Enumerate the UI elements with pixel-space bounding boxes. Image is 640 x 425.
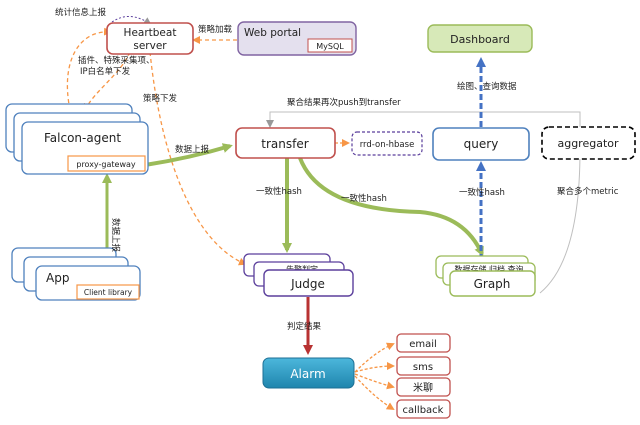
agent-to-heartbeat-line bbox=[66, 27, 112, 111]
label-data-report-agent: 数据上报 bbox=[175, 144, 210, 155]
graph-node: 数据存储 归档 查询 Graph bbox=[435, 255, 536, 297]
graph-label: Graph bbox=[474, 277, 511, 291]
graph-back-label: 数据存储 归档 查询 bbox=[454, 264, 523, 274]
query-label: query bbox=[464, 137, 499, 151]
alarm-to-email-line bbox=[354, 342, 395, 373]
label-hash-query: 一致性hash bbox=[459, 187, 505, 198]
alarm-label: Alarm bbox=[290, 367, 325, 381]
client-library-label: Client library bbox=[84, 288, 133, 297]
label-agg-metrics: 聚合多个metric bbox=[557, 186, 619, 197]
alarm-to-miliao-line bbox=[354, 373, 395, 390]
label-strategy-push: 策略下发 bbox=[143, 93, 178, 104]
channel-sms-label: sms bbox=[413, 362, 433, 373]
heartbeat-to-agent-line bbox=[84, 51, 131, 112]
heartbeat-to-judge-line bbox=[149, 51, 247, 266]
transfer-label: transfer bbox=[261, 137, 308, 151]
stats-feedback-line bbox=[111, 16, 152, 26]
channel-email-label: email bbox=[409, 339, 437, 350]
channel-callback-label: callback bbox=[403, 405, 444, 416]
label-judge-result: 判定结果 bbox=[287, 321, 322, 332]
app-label: App bbox=[46, 271, 69, 285]
alarm-to-sms-line bbox=[354, 362, 395, 373]
label-plugins: 插件、特殊采集项、 bbox=[78, 55, 155, 66]
alarm-to-callback-line bbox=[354, 375, 395, 411]
label-hash-judge: 一致性hash bbox=[256, 186, 302, 197]
transfer-node: transfer bbox=[235, 127, 336, 159]
channel-sms-node: sms bbox=[396, 356, 451, 376]
heartbeat-label-line2: server bbox=[133, 40, 167, 52]
channel-email-node: email bbox=[396, 333, 451, 353]
web-portal-node: Web portal MySQL bbox=[237, 21, 357, 56]
label-hash-graph: 一致性hash bbox=[341, 193, 387, 204]
rrd-on-hbase-node: rrd-on-hbase bbox=[351, 131, 423, 156]
mysql-label: MySQL bbox=[316, 42, 344, 51]
rrd-on-hbase-label: rrd-on-hbase bbox=[360, 140, 415, 150]
agent-to-transfer-line bbox=[144, 143, 233, 167]
heartbeat-server-node: Heartbeat server bbox=[106, 22, 194, 55]
channel-callback-node: callback bbox=[396, 399, 451, 419]
label-strategy-load: 策略加载 bbox=[198, 24, 233, 35]
judge-node: 告警判定 Judge bbox=[243, 253, 354, 297]
web-portal-label: Web portal bbox=[244, 27, 301, 39]
query-node: query bbox=[432, 127, 530, 161]
falcon-agent-node: Falcon-agent proxy-gateway bbox=[5, 103, 149, 175]
channel-miliao-label: 米聊 bbox=[413, 381, 433, 394]
transfer-to-graph-line bbox=[298, 157, 484, 257]
dashboard-label: Dashboard bbox=[450, 33, 510, 46]
judge-back-label: 告警判定 bbox=[286, 264, 318, 274]
aggregator-label: aggregator bbox=[557, 137, 619, 150]
aggregator-node: aggregator bbox=[541, 126, 636, 160]
label-data-report-app: 数据上报 bbox=[110, 218, 121, 253]
label-stats-report: 统计信息上报 bbox=[55, 7, 107, 18]
label-draw-query: 绘图、查询数据 bbox=[457, 81, 517, 92]
label-ip-whitelist: IP白名单下发 bbox=[80, 66, 131, 77]
heartbeat-label-line1: Heartbeat bbox=[124, 27, 177, 39]
alarm-node: Alarm bbox=[262, 357, 355, 389]
judge-label: Judge bbox=[290, 277, 325, 291]
app-node: App Client library bbox=[11, 247, 141, 301]
proxy-gateway-label: proxy-gateway bbox=[76, 160, 136, 169]
label-agg-push: 聚合结果再次push到transfer bbox=[287, 97, 401, 108]
dashboard-node: Dashboard bbox=[427, 24, 533, 53]
channel-miliao-node: 米聊 bbox=[396, 377, 451, 397]
falcon-agent-label: Falcon-agent bbox=[44, 131, 121, 145]
